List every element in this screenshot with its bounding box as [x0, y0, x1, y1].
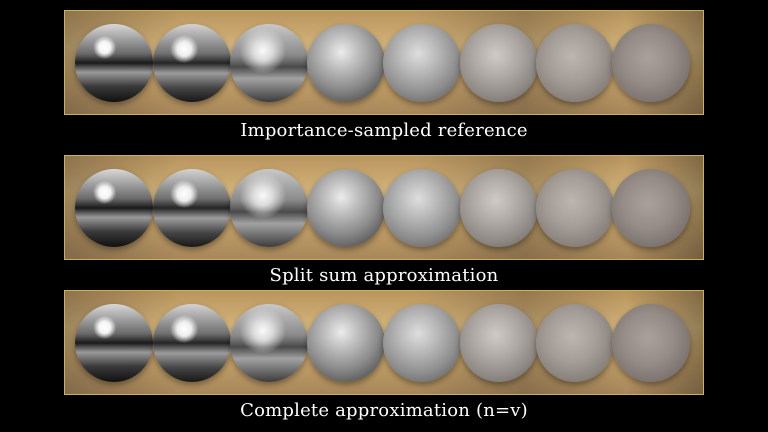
render-panel-importance-sampled: [64, 10, 704, 115]
sphere-roughness-0: [75, 169, 153, 247]
caption-importance-sampled: Importance-sampled reference: [240, 120, 528, 141]
sphere-roughness-2: [230, 24, 308, 102]
sphere-roughness-7: [612, 169, 690, 247]
sphere-roughness-5: [460, 24, 538, 102]
sphere-roughness-5: [460, 304, 538, 382]
render-panel-split-sum: [64, 155, 704, 260]
sphere-roughness-0: [75, 304, 153, 382]
sphere-roughness-0: [75, 24, 153, 102]
sphere-roughness-4: [383, 24, 461, 102]
sphere-roughness-3: [307, 24, 385, 102]
sphere-roughness-4: [383, 304, 461, 382]
sphere-roughness-2: [230, 169, 308, 247]
sphere-roughness-1: [153, 304, 231, 382]
caption-complete-approximation: Complete approximation (n=v): [240, 400, 528, 421]
sphere-roughness-2: [230, 304, 308, 382]
sphere-roughness-7: [612, 24, 690, 102]
sphere-roughness-1: [153, 24, 231, 102]
sphere-roughness-1: [153, 169, 231, 247]
sphere-roughness-6: [536, 24, 614, 102]
caption-split-sum: Split sum approximation: [269, 265, 499, 286]
sphere-roughness-3: [307, 169, 385, 247]
render-panel-complete-approximation: [64, 290, 704, 395]
sphere-roughness-4: [383, 169, 461, 247]
sphere-roughness-7: [612, 304, 690, 382]
sphere-roughness-6: [536, 169, 614, 247]
sphere-roughness-3: [307, 304, 385, 382]
sphere-roughness-6: [536, 304, 614, 382]
sphere-roughness-5: [460, 169, 538, 247]
